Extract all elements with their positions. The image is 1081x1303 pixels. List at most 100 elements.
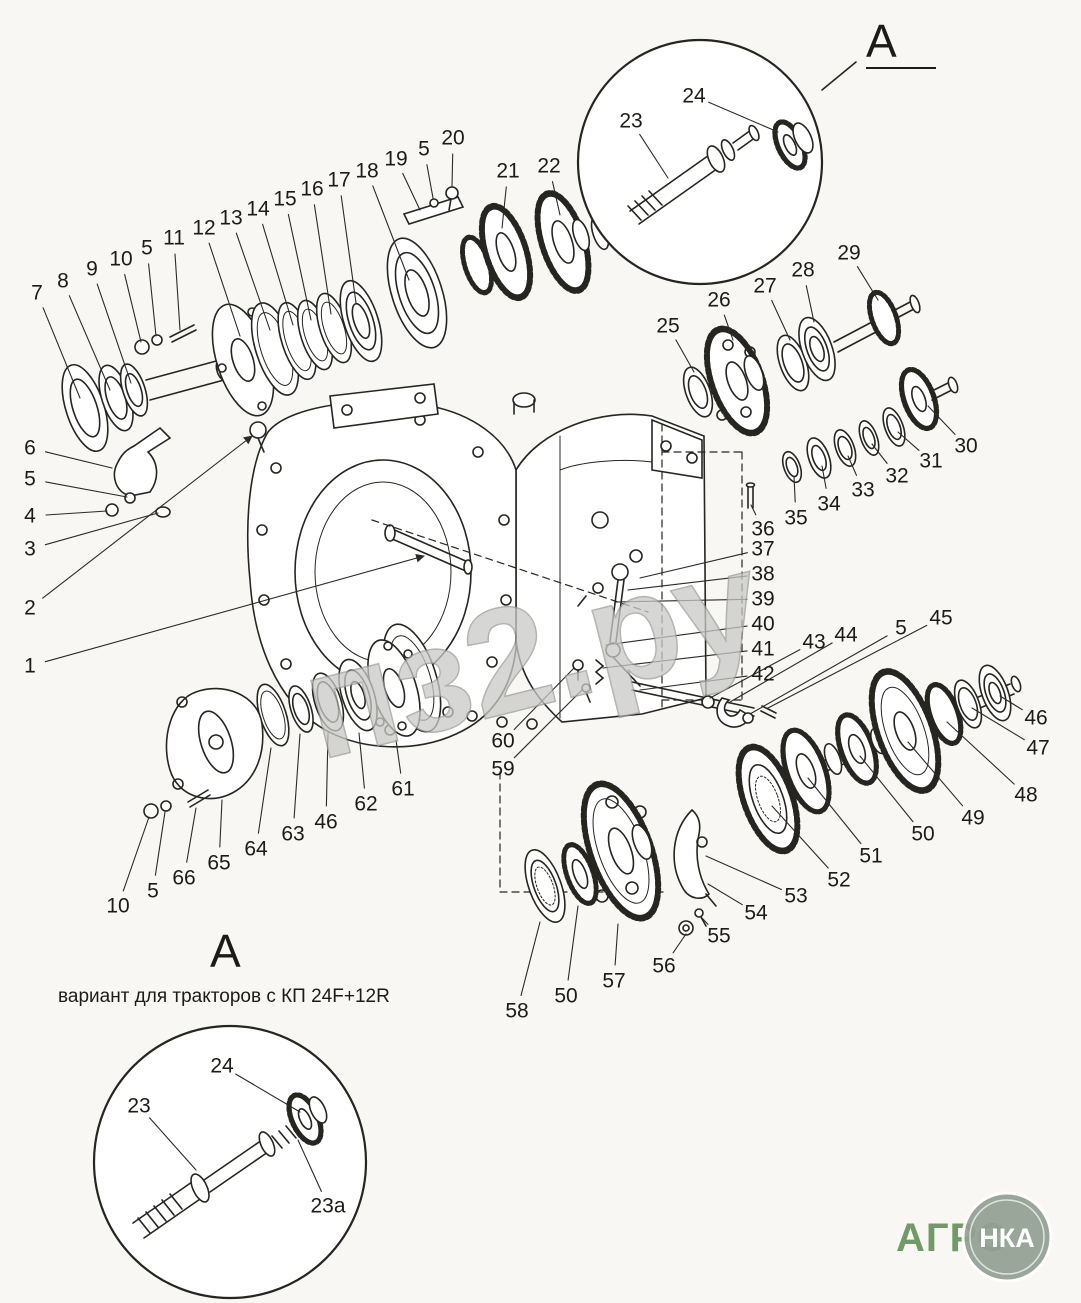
part-label-9: 9 — [86, 257, 98, 281]
detail-view-label-a-bottom: A — [210, 925, 241, 977]
leader-line — [729, 642, 833, 703]
part-label-19: 19 — [384, 147, 408, 171]
part-label-10: 10 — [109, 247, 133, 271]
part-label-23: 23 — [619, 109, 643, 133]
leader-line — [750, 504, 757, 516]
leader-line — [42, 435, 253, 599]
leader-line — [675, 339, 695, 373]
part-label-51: 51 — [859, 844, 883, 868]
leader-line — [235, 232, 271, 331]
leader-line — [749, 635, 888, 715]
leader-line — [402, 172, 421, 211]
leader-line — [605, 625, 748, 646]
leader-line — [45, 481, 128, 498]
part-label-5: 5 — [418, 137, 430, 161]
part-label-3: 3 — [24, 537, 36, 561]
detail-a-top-view — [576, 38, 857, 286]
part-label-14: 14 — [246, 197, 270, 221]
part-label-47: 47 — [1026, 736, 1050, 760]
part-label-23a: 23a — [310, 1194, 346, 1218]
leader-line — [154, 811, 166, 876]
part-label-50: 50 — [554, 984, 578, 1008]
leader-line — [68, 295, 111, 391]
leader-line — [124, 274, 142, 343]
leader-line — [208, 242, 241, 337]
part-label-5: 5 — [24, 467, 36, 491]
part-label-11: 11 — [163, 226, 185, 250]
part-label-8: 8 — [57, 269, 69, 293]
leader-line — [262, 223, 294, 326]
leader-line — [707, 883, 743, 906]
leader-line — [148, 263, 157, 337]
part-label-65: 65 — [207, 851, 231, 875]
part-label-55: 55 — [707, 924, 731, 948]
part-label-34: 34 — [817, 492, 841, 516]
leader-line — [149, 1117, 197, 1171]
leader-line — [807, 777, 862, 845]
part-label-25: 25 — [656, 314, 680, 338]
part-label-38: 38 — [751, 562, 775, 586]
driven-gear-assembly — [524, 743, 801, 936]
leader-line — [907, 741, 964, 807]
leader-line — [44, 451, 113, 469]
leader-line — [767, 624, 928, 709]
leader-line — [426, 164, 434, 199]
part-label-26: 26 — [707, 288, 731, 312]
leader-line — [186, 807, 197, 863]
part-label-39: 39 — [751, 587, 775, 611]
leader-line — [709, 649, 801, 699]
variant-caption: вариант для тракторов с КП 24F+12R — [58, 986, 390, 1007]
part-label-16: 16 — [300, 177, 324, 201]
side-cover-assembly — [143, 623, 442, 819]
part-label-64: 64 — [244, 837, 268, 861]
part-label-24: 24 — [682, 84, 706, 108]
secondary-shaft-assembly — [780, 664, 1022, 815]
leader-line — [602, 650, 748, 669]
intermediate-gear-assembly — [682, 289, 959, 509]
leader-line — [672, 933, 687, 954]
leader-line — [235, 1073, 301, 1113]
leader-line — [708, 101, 779, 133]
part-label-49: 49 — [961, 806, 985, 830]
part-label-15: 15 — [273, 187, 297, 211]
leader-line — [520, 921, 541, 997]
shift-linkage — [572, 563, 777, 728]
part-label-24: 24 — [210, 1054, 234, 1078]
leader-line — [701, 917, 709, 925]
logo-text-nka: НКА — [979, 1223, 1034, 1253]
leader-line — [358, 732, 365, 789]
part-label-53: 53 — [784, 884, 808, 908]
leader-line — [805, 285, 815, 323]
part-label-46: 46 — [1024, 706, 1048, 730]
part-label-30: 30 — [954, 434, 978, 458]
part-label-5: 5 — [895, 616, 907, 640]
part-label-56: 56 — [652, 954, 676, 978]
part-label-5: 5 — [147, 879, 159, 903]
leader-line — [45, 510, 108, 516]
part-label-59: 59 — [491, 757, 515, 781]
leader-line — [501, 186, 507, 229]
leader-line — [897, 431, 920, 451]
part-label-62: 62 — [354, 792, 378, 816]
leader-line — [821, 465, 827, 489]
brand-logo: АГРО НКА — [896, 1191, 1053, 1283]
part-label-45: 45 — [929, 606, 953, 630]
leader-line — [313, 204, 332, 315]
leader-line — [513, 667, 575, 731]
part-label-36: 36 — [751, 517, 775, 541]
part-label-12: 12 — [192, 216, 216, 240]
part-label-20: 20 — [441, 126, 465, 150]
part-label-46: 46 — [314, 810, 338, 834]
leader-line — [372, 185, 410, 281]
leader-line — [856, 266, 879, 301]
leader-line — [999, 695, 1023, 711]
part-label-50: 50 — [911, 822, 935, 846]
detail-a-bottom-view — [92, 1024, 368, 1300]
part-label-17: 17 — [327, 168, 351, 192]
leader-line — [639, 675, 748, 691]
part-label-52: 52 — [827, 868, 851, 892]
leader-line — [297, 1139, 322, 1192]
leader-line — [771, 299, 791, 341]
